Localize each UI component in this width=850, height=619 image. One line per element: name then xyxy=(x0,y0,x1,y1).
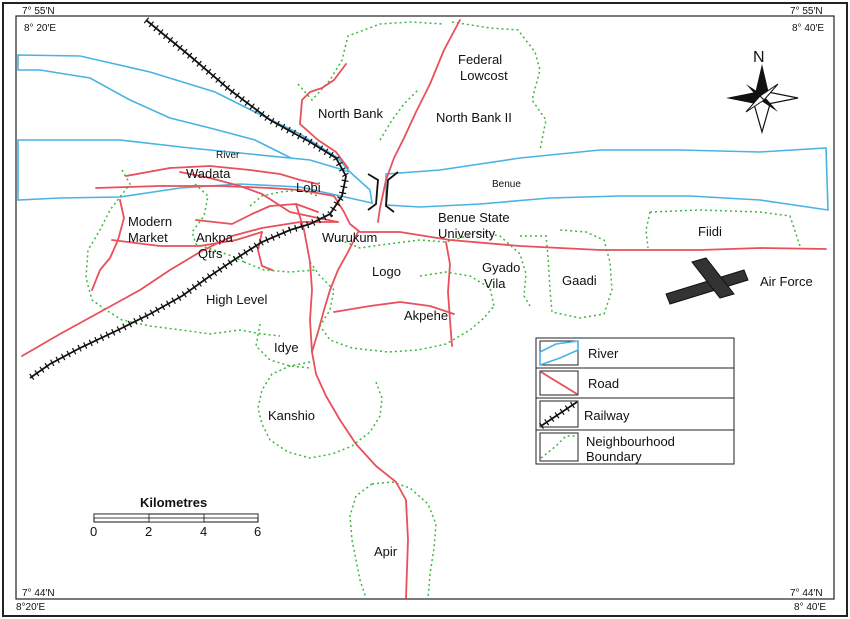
railway-line xyxy=(29,19,347,379)
label-gyado-1: Gyado xyxy=(482,260,520,275)
coord-top-right-lon: 8° 40′E xyxy=(792,23,824,34)
coord-bottom-left-lon: 8°20′E xyxy=(16,602,46,613)
label-wadata: Wadata xyxy=(186,166,231,181)
boundary-ankpa xyxy=(191,183,245,263)
label-river: River xyxy=(216,150,240,161)
label-high-level: High Level xyxy=(206,292,268,307)
legend-railway-label: Railway xyxy=(584,408,630,423)
scale-tick-6: 6 xyxy=(254,524,261,539)
label-modern-market-2: Market xyxy=(128,230,168,245)
label-gyado-2: Vila xyxy=(484,276,506,291)
road-akpehe xyxy=(333,301,455,315)
north-arrow-label: N xyxy=(753,49,765,66)
label-air-force: Air Force xyxy=(760,274,813,289)
road-north-main xyxy=(377,19,461,223)
road-ankpa xyxy=(111,231,263,247)
label-gaadi: Gaadi xyxy=(562,273,597,288)
airplane-icon xyxy=(665,257,749,305)
boundary-lobi xyxy=(249,189,319,207)
legend-river-label: River xyxy=(588,346,619,361)
label-kanshio: Kanshio xyxy=(268,408,315,423)
boundary-gyado xyxy=(479,231,531,307)
label-modern-market-1: Modern xyxy=(128,214,172,229)
label-akpehe: Akpehe xyxy=(404,308,448,323)
label-bsu-1: Benue State xyxy=(438,210,510,225)
boundary-north-bank-2 xyxy=(379,89,419,141)
map-border xyxy=(15,15,835,600)
label-idye: Idye xyxy=(274,340,299,355)
legend-railway-swatch xyxy=(539,399,579,429)
road-north-bank-loop xyxy=(299,63,349,169)
corner-coordinates: 7° 55′N 8° 20′E 7° 55′N 8° 40′E 7° 44′N … xyxy=(16,6,826,613)
scale-tick-2: 2 xyxy=(145,524,152,539)
label-fiidi: Fiidi xyxy=(698,224,722,239)
label-north-bank-ii: North Bank II xyxy=(436,110,512,125)
boundary-logo-top xyxy=(339,231,481,249)
coord-bottom-right-lat: 7° 44′N xyxy=(790,588,823,599)
roads xyxy=(21,19,827,599)
label-apir: Apir xyxy=(374,544,398,559)
coord-bottom-right-lon: 8° 40′E xyxy=(794,602,826,613)
coord-bottom-left-lat: 7° 44′N xyxy=(22,588,55,599)
road-gyado xyxy=(445,241,453,347)
boundary-akpehe xyxy=(309,261,495,353)
bridge-icon xyxy=(367,171,399,213)
label-ankpa-1: Ankpa xyxy=(196,230,234,245)
legend: River Road Railway Neighbourhood Boundar… xyxy=(535,337,735,465)
road-wadata-upper xyxy=(125,165,319,185)
road-southwest xyxy=(21,221,339,357)
label-benue: Benue xyxy=(492,179,521,190)
boundary-logo-east xyxy=(419,271,495,307)
coord-top-left-lon: 8° 20′E xyxy=(24,23,56,34)
river-east-section xyxy=(385,147,829,211)
legend-boundary-swatch xyxy=(539,432,579,462)
neighbourhood-boundaries xyxy=(85,21,801,599)
legend-boundary-label-1: Neighbourhood xyxy=(586,434,675,449)
legend-road-label: Road xyxy=(588,376,619,391)
scale-tick-4: 4 xyxy=(200,524,207,539)
road-modern-market xyxy=(91,199,125,291)
scale-title: Kilometres xyxy=(140,495,207,510)
scale-tick-0: 0 xyxy=(90,524,97,539)
label-north-bank: North Bank xyxy=(318,106,384,121)
railway xyxy=(27,17,350,381)
scale-bar: Kilometres 0 2 4 6 xyxy=(90,495,261,539)
boundary-north-bank xyxy=(297,21,445,102)
coord-top-left-lat: 7° 55′N xyxy=(22,6,55,17)
label-logo: Logo xyxy=(372,264,401,279)
legend-road-swatch xyxy=(539,370,579,396)
legend-river-swatch xyxy=(539,340,579,367)
label-wurukum: Wurukum xyxy=(322,230,377,245)
label-ankpa-2: Qtrs xyxy=(198,246,223,261)
boundary-high-level-top xyxy=(243,261,317,273)
boundary-fiidi-west xyxy=(645,211,651,249)
boundary-kanshio xyxy=(257,361,383,459)
label-federal-lowcost-1: Federal xyxy=(458,52,502,67)
coord-top-right-lat: 7° 55′N xyxy=(790,6,823,17)
north-arrow-icon: N xyxy=(726,49,799,135)
road-south-apir xyxy=(311,231,409,599)
road-east-main xyxy=(333,195,827,251)
boundary-apir-east xyxy=(371,481,437,599)
label-bsu-2: University xyxy=(438,226,496,241)
label-federal-lowcost-2: Lowcost xyxy=(460,68,508,83)
label-lobi: Lobi xyxy=(296,180,321,195)
boundary-apir-west xyxy=(349,483,373,599)
legend-boundary-label-2: Boundary xyxy=(586,449,642,464)
boundary-fiidi-top xyxy=(649,209,801,247)
river-benue xyxy=(17,54,829,211)
place-labels: Federal Lowcost North Bank North Bank II… xyxy=(128,52,813,559)
boundary-west xyxy=(85,169,281,337)
